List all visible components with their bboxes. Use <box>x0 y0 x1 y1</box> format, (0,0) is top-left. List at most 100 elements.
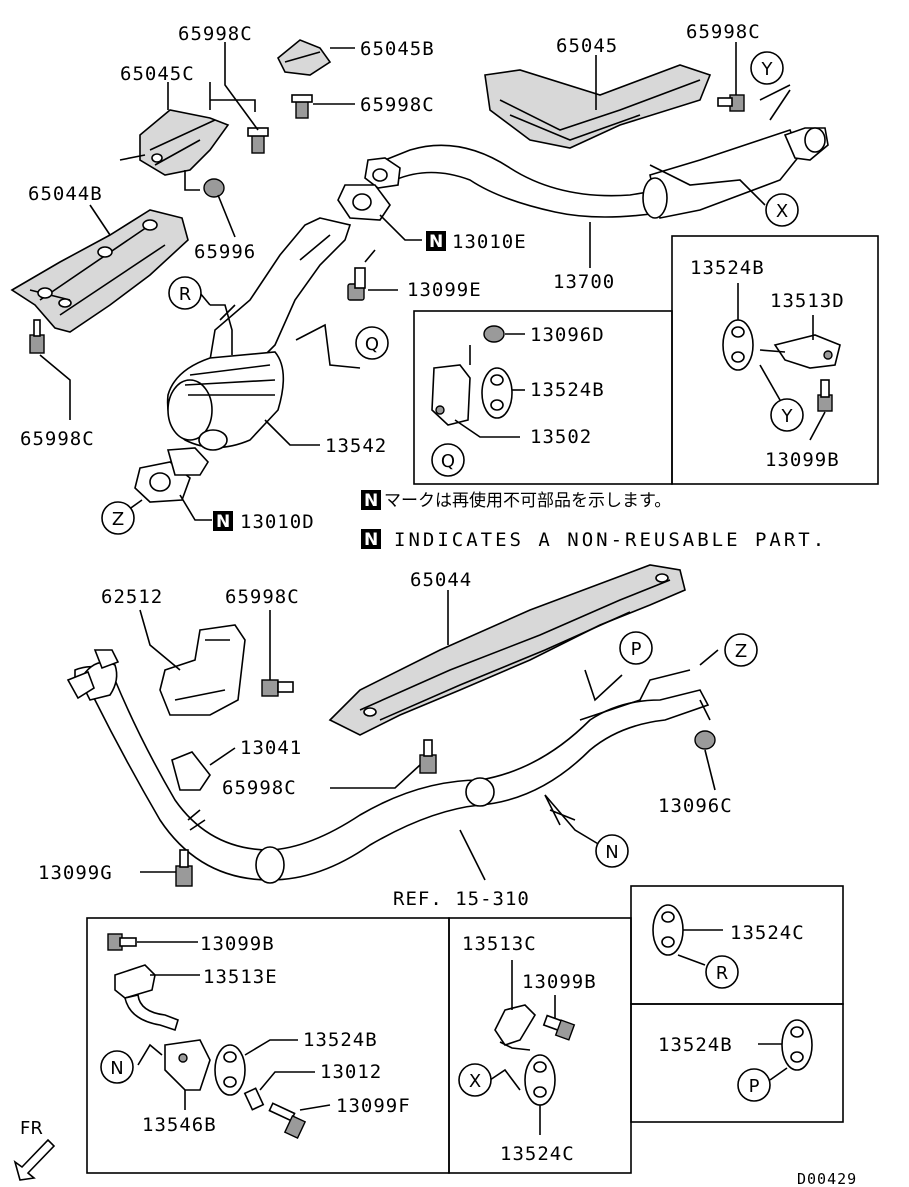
bracket-13502 <box>431 364 471 426</box>
front-arrow-icon <box>13 1138 56 1181</box>
callout-p-mid: P <box>619 631 653 665</box>
svg-text:N: N <box>364 530 378 550</box>
bracket-62512 <box>159 624 246 716</box>
label-13010e: 13010E <box>452 231 527 253</box>
center-pipe-ref-15-310 <box>66 649 710 884</box>
nut-65996 <box>203 178 225 198</box>
bracket-13041 <box>171 751 211 791</box>
label-13012: 13012 <box>320 1061 382 1083</box>
callout-r-top: R <box>168 276 202 310</box>
svg-text:R: R <box>716 963 729 984</box>
label-65998c-b: 65998C <box>360 94 435 116</box>
svg-text:Y: Y <box>781 406 794 427</box>
svg-text:N: N <box>429 232 443 252</box>
non-reusable-badge-13010e: N <box>426 231 446 252</box>
heat-shield-65044 <box>328 564 686 736</box>
svg-text:P: P <box>631 639 642 660</box>
callout-n-box: N <box>100 1050 134 1084</box>
insulator-13524c-b <box>652 904 684 956</box>
tailpipe-13700 <box>364 144 666 218</box>
label-13546b: 13546B <box>142 1114 217 1136</box>
svg-text:Q: Q <box>441 451 455 472</box>
label-62512: 62512 <box>101 586 163 608</box>
label-13524b-a: 13524B <box>530 379 605 401</box>
label-13524c-b: 13524C <box>730 922 805 944</box>
label-13524b-d: 13524B <box>658 1034 733 1056</box>
hanger-rod-r <box>210 304 233 355</box>
label-13096d: 13096D <box>530 324 605 346</box>
label-13096c: 13096C <box>658 795 733 817</box>
svg-text:N: N <box>605 842 618 863</box>
label-13099e: 13099E <box>407 279 482 301</box>
heat-shield-65045c <box>139 109 230 176</box>
label-65996: 65996 <box>194 241 256 263</box>
label-13099b-c: 13099B <box>522 971 597 993</box>
note-jp: N マークは再使用不可部品を示します。 <box>361 490 671 511</box>
label-13502: 13502 <box>530 426 592 448</box>
label-13700: 13700 <box>553 271 615 293</box>
callout-p-box: P <box>737 1068 771 1102</box>
label-13010d: 13010D <box>240 511 315 533</box>
svg-text:X: X <box>776 201 788 222</box>
svg-text:マークは再使用不可部品を示します。: マークは再使用不可部品を示します。 <box>384 490 671 511</box>
bolt-13099b-b <box>107 933 137 951</box>
label-65045b: 65045B <box>360 38 435 60</box>
bracket-13513e <box>114 964 179 1032</box>
label-13041: 13041 <box>240 737 302 759</box>
callout-r-box: R <box>705 955 739 989</box>
hanger-rod-n <box>544 794 576 826</box>
svg-text:N: N <box>110 1058 123 1079</box>
bolt-65998c-c <box>29 319 45 354</box>
gasket-13010e <box>337 184 391 221</box>
label-13099f: 13099F <box>336 1095 411 1117</box>
bolt-13099b-a <box>817 379 833 412</box>
svg-text:N: N <box>364 491 378 511</box>
svg-text:Y: Y <box>761 59 774 80</box>
callout-x-top: X <box>765 193 799 227</box>
bolt-65998c-e <box>261 679 294 697</box>
svg-text:Q: Q <box>365 334 379 355</box>
bolt-13099e <box>347 267 366 301</box>
insulator-13524b-d <box>781 1019 813 1071</box>
spacer-13012 <box>243 1087 265 1111</box>
gasket-13010d <box>134 447 210 503</box>
figure-code: D00429 <box>797 1170 857 1187</box>
bracket-13513d <box>759 334 841 369</box>
callout-q-top: Q <box>355 326 389 360</box>
label-65998c-a: 65998C <box>178 23 253 45</box>
svg-text:R: R <box>179 284 192 305</box>
bracket-13546b <box>164 1039 211 1091</box>
bolt-65998c-a <box>247 127 269 154</box>
heat-shield-65045b <box>276 39 332 76</box>
callout-z-mid: Z <box>724 633 758 667</box>
note-en: N INDICATES A NON-REUSABLE PART. <box>361 529 827 551</box>
callout-q-box: Q <box>431 443 465 477</box>
label-13524c-a: 13524C <box>500 1143 575 1165</box>
label-65998c-c: 65998C <box>20 428 95 450</box>
insulator-13524b-c <box>214 1044 246 1096</box>
insulator-13524b-a <box>481 367 513 419</box>
svg-text:Z: Z <box>112 509 124 530</box>
label-13542: 13542 <box>325 435 387 457</box>
label-ref-15-310: REF. 15-310 <box>393 888 530 910</box>
bolt-65998c-b <box>291 94 313 119</box>
label-13524b-c: 13524B <box>303 1029 378 1051</box>
bolt-13099g <box>175 849 193 887</box>
detail-box-p <box>630 1003 844 1123</box>
svg-text:INDICATES A NON-REUSABLE PART.: INDICATES A NON-REUSABLE PART. <box>394 529 827 551</box>
label-65044: 65044 <box>410 569 472 591</box>
svg-text:N: N <box>216 512 230 532</box>
label-13099g: 13099G <box>38 862 113 884</box>
label-65998c-f: 65998C <box>222 777 297 799</box>
label-65045: 65045 <box>556 35 618 57</box>
callout-n-mid: N <box>595 834 629 868</box>
label-13099b-b: 13099B <box>200 933 275 955</box>
bolt-13099f <box>268 1102 307 1140</box>
svg-text:P: P <box>749 1076 760 1097</box>
front-label: FR <box>20 1118 43 1139</box>
bolt-65998c-f <box>419 739 437 774</box>
label-13513c: 13513C <box>462 933 537 955</box>
callout-x-box: X <box>458 1063 492 1097</box>
front-pipe-13542 <box>166 217 352 451</box>
